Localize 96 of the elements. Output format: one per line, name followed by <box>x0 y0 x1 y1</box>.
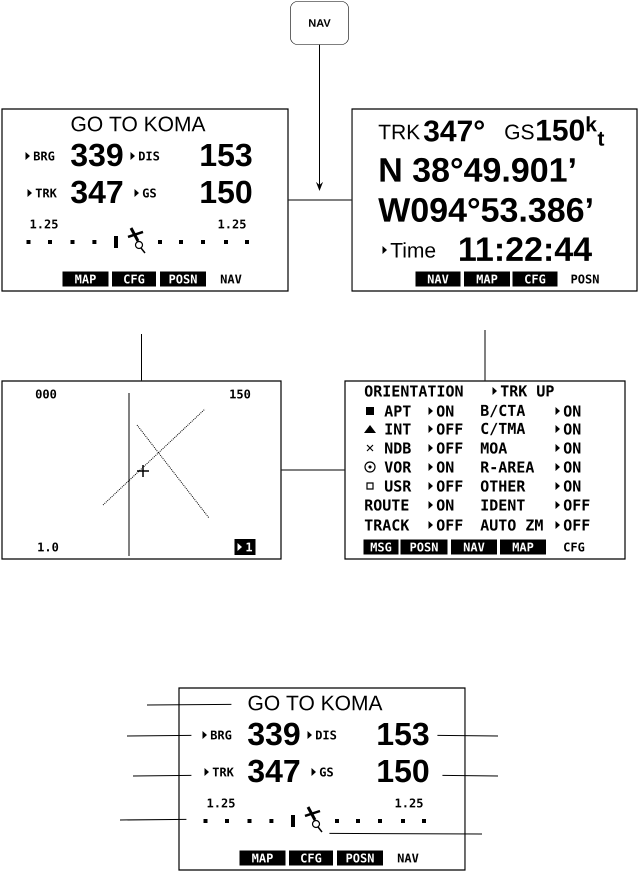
map-label: 000 <box>36 389 56 399</box>
time-readout: 11:22:44 <box>460 237 592 261</box>
setting-name: B/CTA <box>481 404 526 418</box>
setting-value: TRK UP <box>492 385 554 397</box>
softkey-tab: CFG <box>512 272 558 286</box>
screen-display <box>351 108 638 292</box>
setting-value: ON <box>556 405 580 417</box>
latitude-readout: N 38°49.901’ <box>380 158 575 182</box>
setting-name: R-AREA <box>481 462 534 472</box>
field-label: TRK <box>378 124 420 140</box>
setting-name: ROUTE <box>365 499 408 511</box>
setting-value: ON <box>556 461 580 473</box>
zoom-tab: 1 <box>234 539 256 555</box>
field-label: BRG <box>26 151 54 161</box>
screen-title: GO TO KOMA <box>72 116 206 132</box>
setting-name: NDB <box>385 442 411 454</box>
softkey-tab: NAV <box>416 272 460 286</box>
field-label: BRG <box>202 730 232 740</box>
softkey-tab: MAP <box>240 850 286 866</box>
readout-value: 339 <box>248 722 300 746</box>
setting-name: APT <box>384 406 411 416</box>
readout-value: 347 <box>248 760 300 782</box>
setting-value: ON <box>428 461 454 473</box>
field-label: GS <box>312 767 333 777</box>
setting-name: IDENT <box>481 500 525 510</box>
scale-label: 1.25 <box>208 798 235 808</box>
field-label: DIS <box>130 151 160 161</box>
readout-value: 153 <box>378 722 429 746</box>
softkey-label: CFG <box>564 542 584 552</box>
leader-line <box>132 774 192 776</box>
readout-value: 347° <box>424 120 484 142</box>
screen-display <box>178 687 466 871</box>
softkey-label: POSN <box>572 274 599 284</box>
setting-name: USR <box>384 480 412 492</box>
softkey-tab: MAP <box>464 272 510 286</box>
setting-value: OFF <box>428 442 462 454</box>
scale-label: 1.25 <box>30 219 58 229</box>
softkey-tab: MAP <box>500 540 546 554</box>
leader-line <box>120 818 187 820</box>
setting-value: ON <box>428 405 454 417</box>
screen-display <box>1 108 289 292</box>
setting-value: ON <box>556 480 580 492</box>
setting-value: OFF <box>556 519 590 531</box>
readout-value: 150 <box>201 180 252 204</box>
softkey-tab: POSN <box>160 272 206 286</box>
setting-name: AUTO ZM <box>480 519 543 531</box>
softkey-label: NAV <box>220 274 242 284</box>
setting-name: OTHER <box>480 480 526 492</box>
setting-name: INT <box>385 424 411 434</box>
field-label: GS <box>134 188 156 198</box>
button: NAV <box>290 1 349 45</box>
longitude-readout: W094°53.386’ <box>378 198 592 222</box>
softkey-tab: NAV <box>451 540 497 554</box>
setting-value: ON <box>556 423 580 435</box>
setting-name: VOR <box>384 461 412 473</box>
setting-heading: ORIENTATION <box>364 385 463 397</box>
screen-display <box>1 380 282 560</box>
softkey-tab: CFG <box>289 850 333 866</box>
scale-label: 1.0 <box>38 542 58 552</box>
setting-value: OFF <box>428 519 462 531</box>
softkey-tab: MAP <box>62 272 108 286</box>
leader-line <box>436 734 498 736</box>
softkey-tab: POSN <box>400 540 448 554</box>
field-label: TRK <box>204 768 234 776</box>
softkey-tab: MSG <box>364 540 398 554</box>
softkey-tab: CFG <box>112 272 156 286</box>
setting-name: TRACK <box>364 519 410 531</box>
setting-name: MOA <box>480 442 508 454</box>
field-label: GS <box>505 124 534 140</box>
leader-line <box>328 832 482 834</box>
readout-value: 153 <box>201 144 252 166</box>
softkey-tab: POSN <box>337 850 383 866</box>
field-label: Time <box>382 242 436 258</box>
map-label: 150 <box>230 389 250 399</box>
setting-value: ON <box>556 442 580 454</box>
setting-value: ON <box>428 499 454 511</box>
field-label: TRK <box>28 188 57 198</box>
screen-display <box>344 380 626 560</box>
setting-value: OFF <box>428 480 462 492</box>
setting-value: OFF <box>556 499 590 511</box>
leader-line <box>442 774 498 776</box>
leader-line <box>146 704 232 706</box>
connector-line <box>141 334 142 381</box>
setting-value: OFF <box>428 423 462 435</box>
scale-label: 1.25 <box>218 219 246 229</box>
scale-label: 1.25 <box>396 798 423 808</box>
setting-name: C/TMA <box>481 422 526 436</box>
softkey-label: NAV <box>398 854 418 862</box>
readout-value: 339 <box>71 144 122 166</box>
field-label: DIS <box>308 730 336 740</box>
screen-title: GO TO KOMA <box>248 696 382 710</box>
connector-line <box>484 330 486 381</box>
readout-value: 347 <box>71 180 122 204</box>
readout-value: 150 <box>378 760 428 782</box>
readout-value: 150$^{k}$t <box>537 116 604 146</box>
leader-line <box>126 734 192 736</box>
